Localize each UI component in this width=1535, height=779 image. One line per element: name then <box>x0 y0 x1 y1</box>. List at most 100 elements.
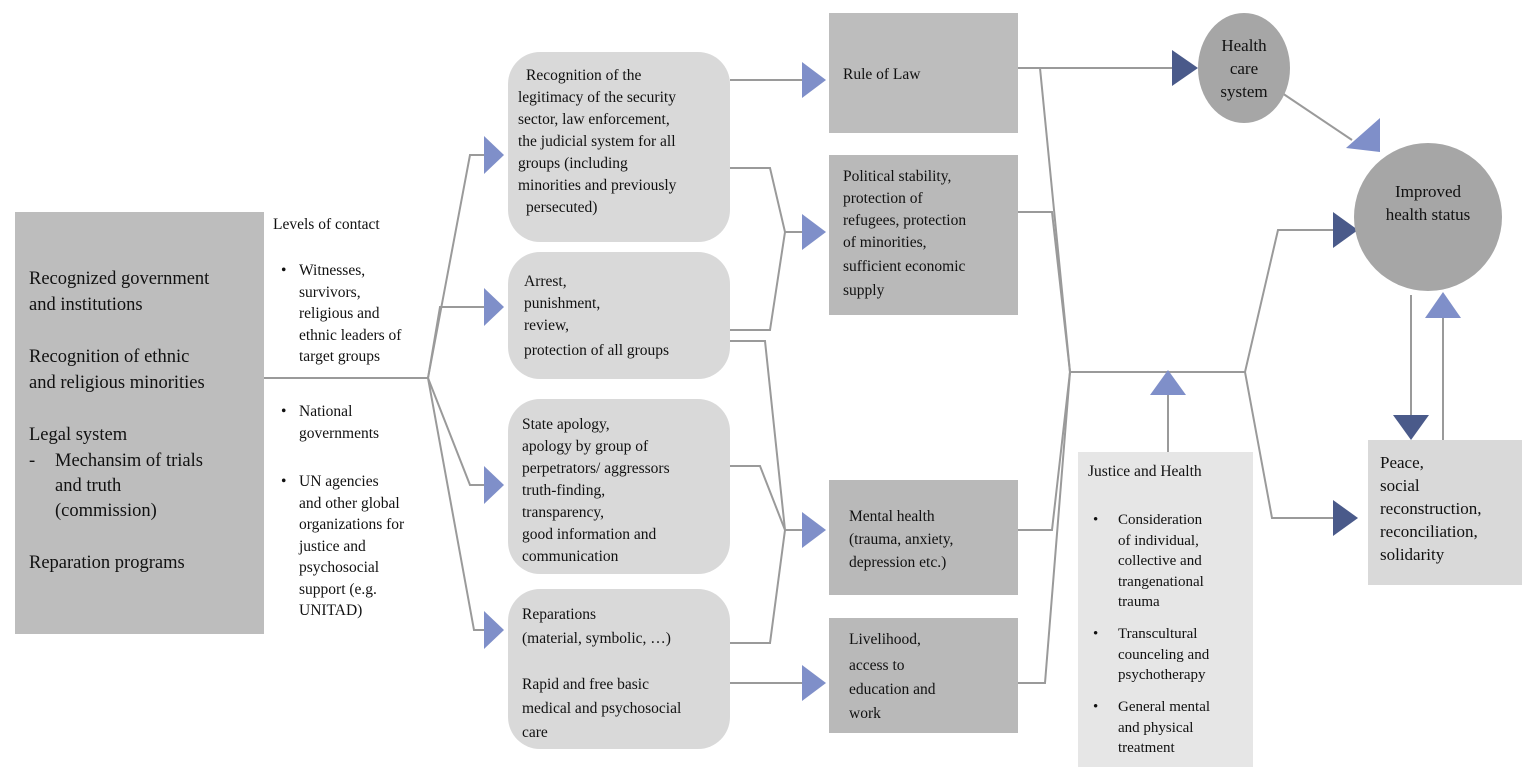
peace-line: reconciliation, <box>1380 522 1478 541</box>
justice-line: trangenational <box>1118 573 1204 590</box>
connector-oval2-mental <box>730 340 805 531</box>
connector-to-oval1 <box>427 154 490 379</box>
peace-line: social <box>1380 476 1420 495</box>
connector-mental-center <box>1018 371 1071 531</box>
left-box-line: (commission) <box>55 501 157 521</box>
oval-line: (material, symbolic, …) <box>522 630 671 647</box>
box-line: protection of <box>843 190 923 207</box>
oval-line: sector, law enforcement, <box>518 111 670 128</box>
oval-line: transparency, <box>522 504 605 521</box>
bullet-dot: • <box>1093 512 1099 528</box>
left-box-dash: - <box>29 451 36 471</box>
contact-line: psychosocial <box>299 559 380 576</box>
justice-line: Consideration <box>1118 512 1203 528</box>
box-line: education and <box>849 681 936 698</box>
arrow-improved-peace <box>1393 415 1429 440</box>
arrow-oval3 <box>484 466 504 504</box>
oval-line: legitimacy of the security <box>518 89 676 106</box>
contact-line: UN agencies <box>299 473 379 490</box>
contact-line: Witnesses, <box>299 262 366 279</box>
bullet-dot: • <box>1093 626 1099 642</box>
box-line: work <box>849 705 881 722</box>
connector-livelihood-center <box>1018 371 1071 684</box>
circle-improved-health: Improved health status <box>1354 143 1502 291</box>
oval-line: Rapid and free basic <box>522 676 649 693</box>
oval-arrest: Arrest, punishment, review, protection o… <box>508 252 730 379</box>
peace-line: Peace, <box>1380 453 1424 472</box>
connector-healthcare-improved <box>1281 92 1353 141</box>
justice-bullet-2: • Transcultural counceling and psychothe… <box>1093 624 1210 686</box>
box-peace: Peace, social reconstruction, reconcilia… <box>1368 440 1522 585</box>
connector-center-improved <box>1244 229 1335 373</box>
connector-to-oval3 <box>427 377 490 486</box>
oval-line: truth-finding, <box>522 482 606 499</box>
connector-oval3-mental <box>730 465 786 531</box>
connector-oval2-political <box>730 231 786 331</box>
justice-line: collective and <box>1118 553 1202 569</box>
box-line: access to <box>849 657 905 674</box>
contact-line: support (e.g. <box>299 580 377 598</box>
peace-line: reconstruction, <box>1380 499 1482 518</box>
box-mental-health: Mental health (trauma, anxiety, depressi… <box>829 480 1018 595</box>
contact-line: religious and <box>299 305 380 322</box>
arrow-healthcare <box>1172 50 1198 86</box>
box-rule-of-law: Rule of Law <box>829 13 1018 133</box>
justice-line: of individual, <box>1118 532 1199 549</box>
box-line: Livelihood, <box>849 631 921 648</box>
oval-line: care <box>522 724 548 741</box>
arrow-improved <box>1333 212 1358 248</box>
left-box: Recognized government and institutions R… <box>15 212 264 634</box>
contact-line: survivors, <box>299 283 361 301</box>
circle-line: Improved <box>1394 182 1462 201</box>
oval-apology: State apology, apology by group of perpe… <box>508 399 730 574</box>
contact-bullet-3: • UN agencies and other global organizat… <box>281 471 405 622</box>
left-box-line: and religious minorities <box>29 373 205 393</box>
bullet-dot: • <box>281 473 287 490</box>
justice-bullet-3: • General mental and physical treatment <box>1093 697 1210 759</box>
oval-line: groups (including <box>518 155 628 172</box>
justice-line: Transcultural <box>1118 626 1198 642</box>
oval-line: apology by group of <box>522 438 649 455</box>
circle-line: system <box>1220 81 1268 101</box>
oval-line: good information and <box>522 526 657 543</box>
oval-line: Reparations <box>522 606 597 623</box>
left-box-line: Recognition of ethnic <box>29 347 190 367</box>
connector-political-center <box>1018 211 1071 373</box>
contact-bullet-1: • Witnesses, survivors, religious and et… <box>281 260 402 368</box>
oval-line: perpetrators/ aggressors <box>522 460 670 477</box>
oval-line: protection of all groups <box>524 342 670 359</box>
oval-line: the judicial system for all <box>518 133 676 150</box>
bullet-dot: • <box>281 403 287 420</box>
arrow-mental <box>802 512 826 548</box>
oval-reparations: Reparations (material, symbolic, …) Rapi… <box>508 589 730 749</box>
box-line: refugees, protection <box>843 212 967 229</box>
connector-rule-center <box>1018 67 1071 373</box>
left-box-line: Legal system <box>29 425 128 445</box>
bullet-dot: • <box>1093 699 1099 715</box>
box-line: of minorities, <box>843 234 927 251</box>
contact-title: Levels of contact <box>273 216 380 233</box>
circle-line: Health <box>1221 35 1267 55</box>
oval-line: medical and psychosocial <box>522 700 682 717</box>
oval-line: State apology, <box>522 416 610 433</box>
arrow-livelihood <box>802 665 826 701</box>
contact-line: ethnic leaders of <box>299 326 402 344</box>
connector-oval1-political <box>730 167 805 233</box>
connector-oval4-mental <box>730 529 786 644</box>
justice-line: psychotherapy <box>1118 667 1206 683</box>
contact-line: target groups <box>299 348 381 365</box>
box-livelihood: Livelihood, access to education and work <box>829 618 1018 733</box>
connector-to-oval4 <box>427 377 490 631</box>
contact-line: governments <box>299 424 380 442</box>
arrow-healthcare-improved <box>1346 118 1380 152</box>
justice-line: counceling and <box>1118 646 1210 663</box>
oval-line: communication <box>522 548 619 565</box>
justice-bullet-1: • Consideration of individual, collectiv… <box>1093 510 1204 613</box>
oval-recognition: Recognition of the legitimacy of the sec… <box>508 52 730 242</box>
arrow-political <box>802 214 826 250</box>
contact-line: organizations for <box>299 516 405 533</box>
arrow-rule <box>802 62 826 98</box>
connector-to-oval2 <box>427 306 490 379</box>
box-line: Mental health <box>849 508 935 525</box>
